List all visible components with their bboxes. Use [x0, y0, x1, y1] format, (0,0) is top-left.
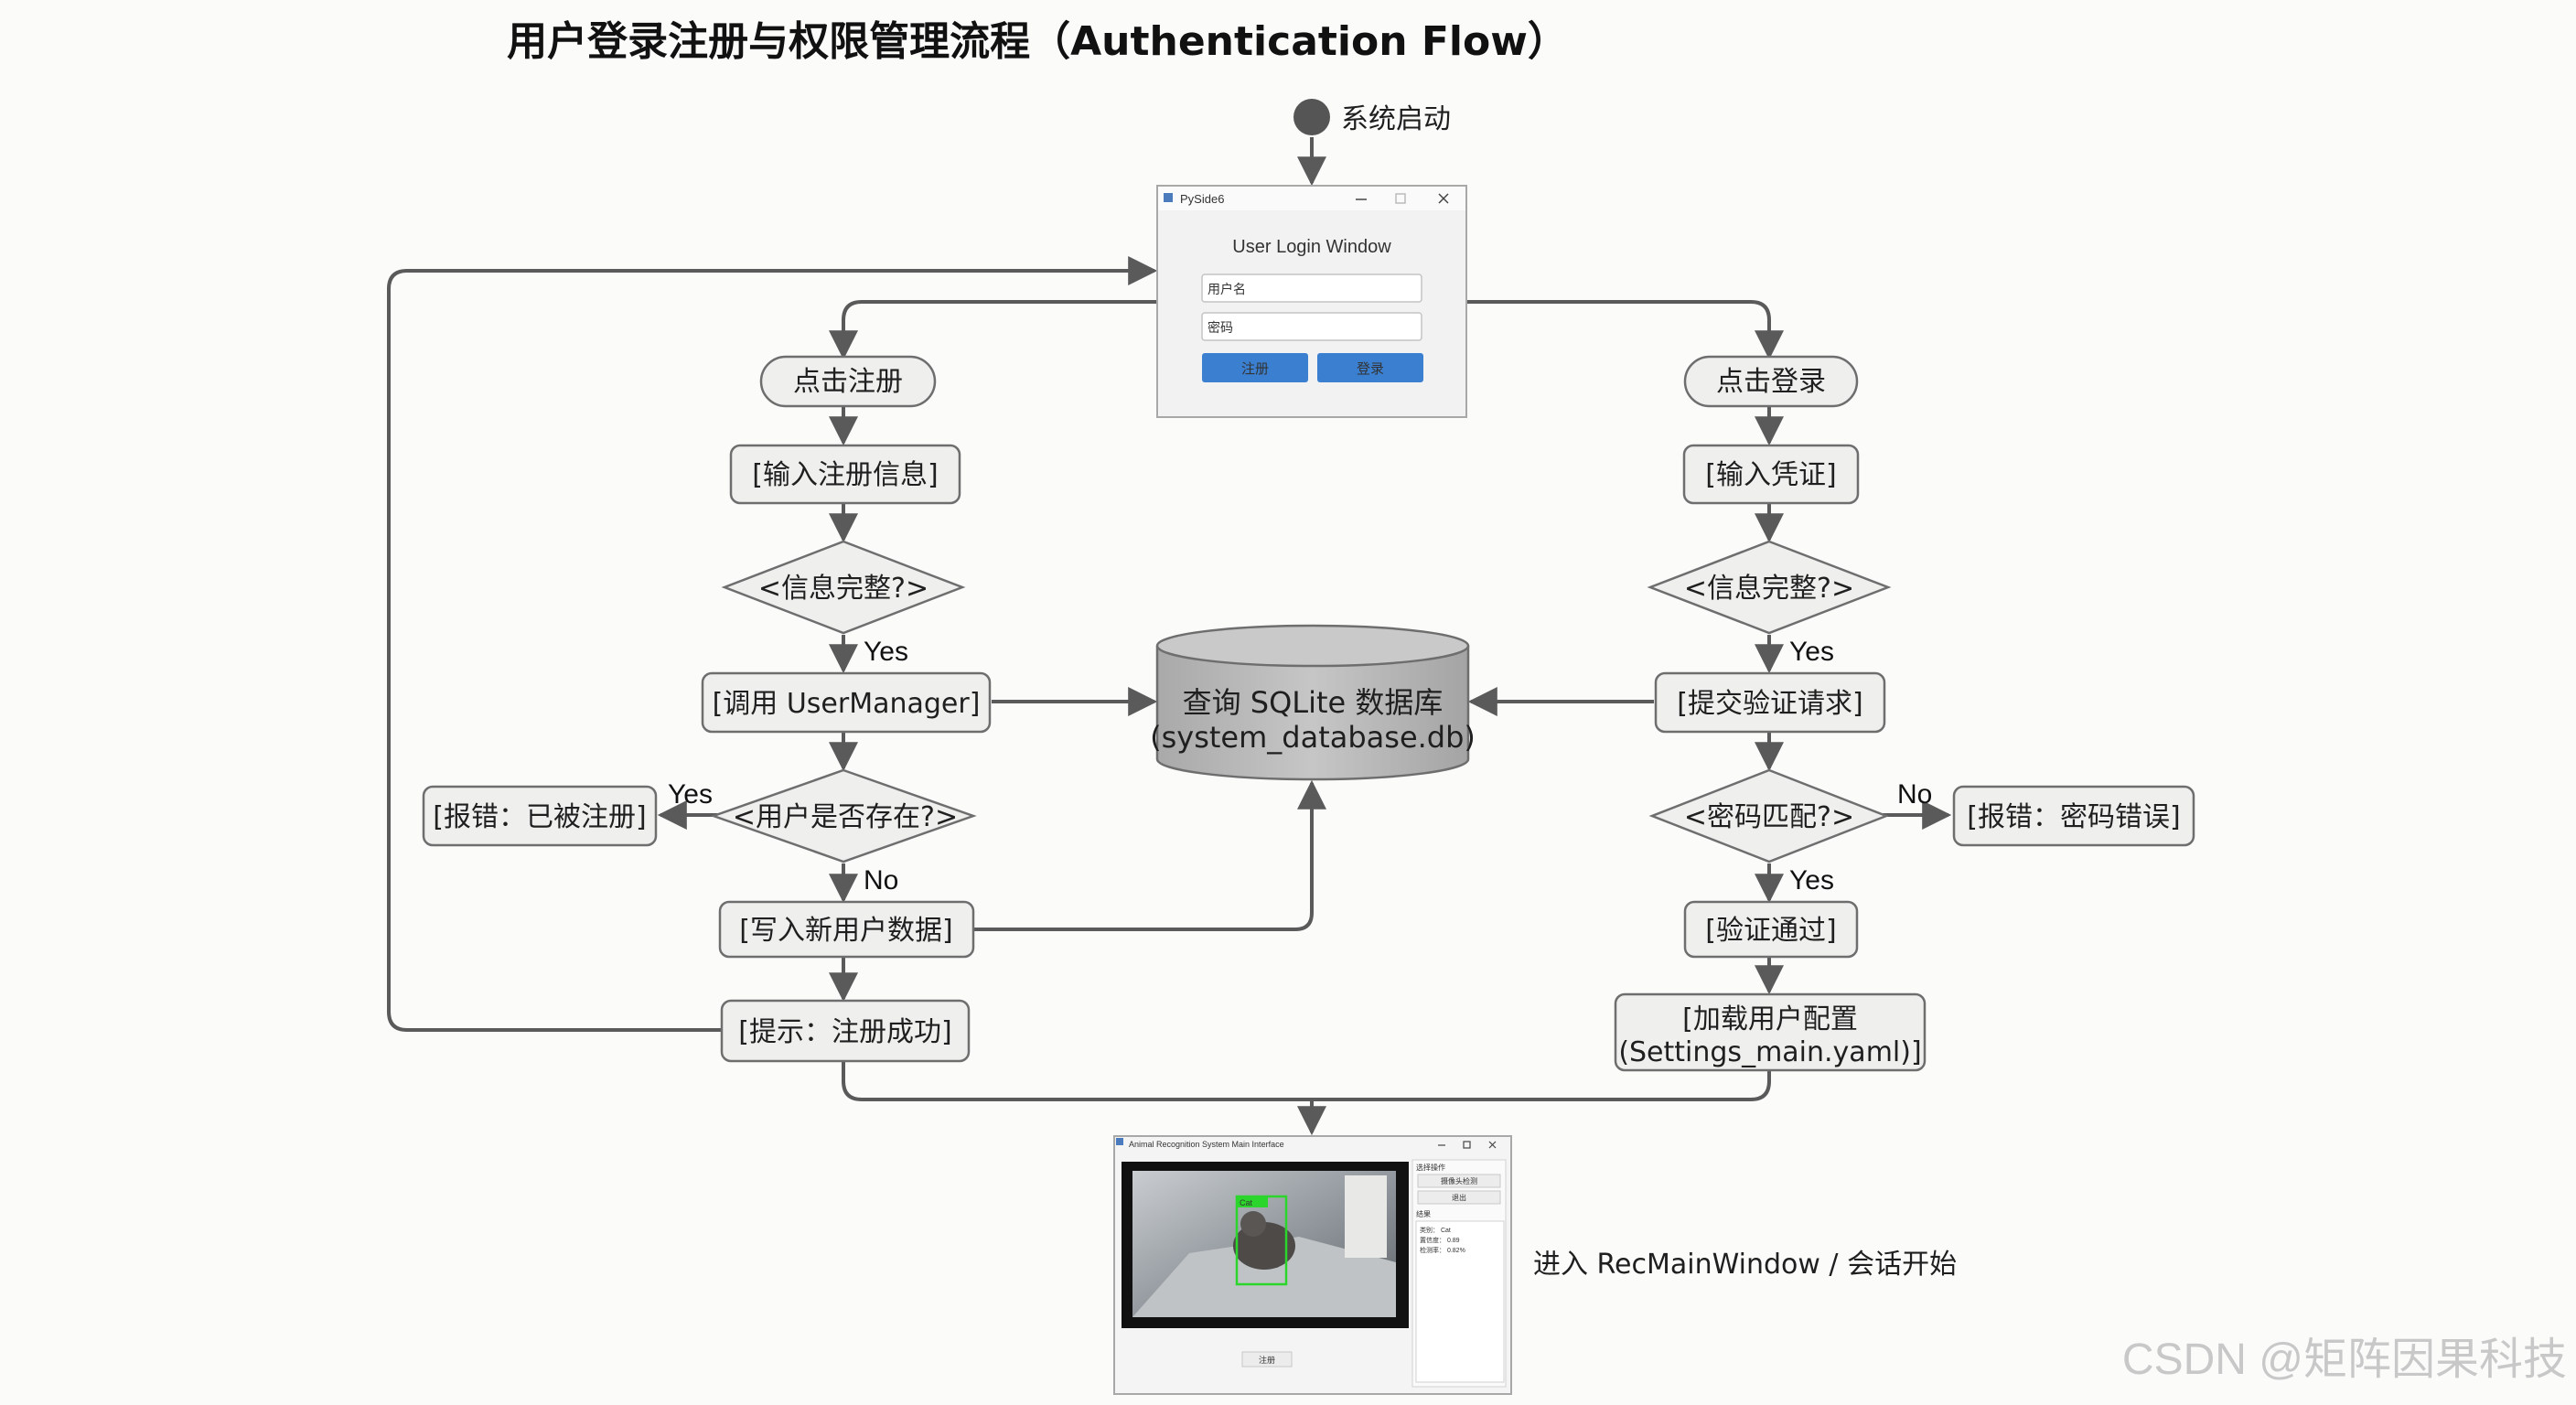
login-match-yes-label: Yes: [1789, 865, 1834, 896]
end-label: 进入 RecMainWindow / 会话开始: [1533, 1249, 1957, 1281]
edge-merge: [842, 1061, 1771, 1101]
edge-login-to-signin: [1465, 300, 1784, 360]
register-success-label: [提示：注册成功]: [738, 1016, 951, 1048]
register-check-yes-label: Yes: [864, 637, 908, 667]
login-load-node: [1614, 992, 1927, 1072]
register-error-node: [422, 785, 658, 847]
register-check-decision: [721, 540, 966, 635]
login-submit-label: [提交验证请求]: [1677, 688, 1862, 720]
main-window-title: Animal Recognition System Main Interface: [1129, 1140, 1284, 1149]
app-icon: [1164, 193, 1173, 202]
panel-result-0: 类别： Cat: [1420, 1226, 1451, 1234]
password-placeholder: 密码: [1208, 320, 1233, 335]
login-check-label: <信息完整?>: [1684, 573, 1854, 605]
main-app-icon: [1116, 1138, 1123, 1145]
login-branch: 点击登录 [输入凭证] <信息完整?> Yes [提交验证请求] <密码匹配?>…: [1614, 355, 2195, 1072]
login-button-label: 登录: [1357, 361, 1384, 377]
main-maximize-icon[interactable]: [1463, 1141, 1471, 1149]
detection-tag: Cat: [1240, 1198, 1253, 1207]
login-button[interactable]: [1317, 353, 1423, 382]
login-check-decision: [1647, 540, 1892, 635]
edges: [387, 137, 1952, 1136]
edge-success-to-login: [387, 256, 1158, 1032]
register-exists-no-label: No: [864, 865, 898, 896]
login-window-heading: User Login Window: [1232, 237, 1391, 257]
maximize-icon[interactable]: [1395, 193, 1406, 204]
edge-write-to-db: [973, 779, 1326, 931]
watermark: CSDN @矩阵因果科技: [2122, 1335, 2567, 1384]
register-click-node: [759, 355, 937, 408]
password-input[interactable]: [1201, 312, 1422, 341]
register-branch: 点击注册 [输入注册信息] <信息完整?> Yes [调用 UserManage…: [422, 355, 992, 1063]
panel-camera-label: 摄像头检测: [1441, 1176, 1477, 1185]
database-label-line2: (system_database.db): [1150, 720, 1476, 755]
register-exists-label: <用户是否存在?>: [733, 801, 958, 833]
register-write-label: [写入新用户数据]: [739, 915, 952, 947]
login-click-label: 点击登录: [1716, 366, 1826, 398]
login-pass-label: [验证通过]: [1705, 915, 1836, 947]
username-placeholder: 用户名: [1208, 282, 1246, 296]
page-title: 用户登录注册与权限管理流程（Authentication Flow）: [507, 18, 1568, 65]
main-close-icon[interactable]: [1488, 1141, 1497, 1149]
panel-op-heading: 选择操作: [1416, 1163, 1445, 1172]
close-icon[interactable]: [1438, 193, 1449, 204]
main-bottom-button-label: 注册: [1259, 1355, 1275, 1365]
login-window: PySide6 User Login Window 用户名 密码 注册 登录: [1156, 185, 1467, 418]
register-error-label: [报错：已被注册]: [433, 801, 646, 833]
database-node: 查询 SQLite 数据库 (system_database.db): [1150, 624, 1476, 781]
register-write-node: [718, 900, 975, 959]
login-check-yes-label: Yes: [1789, 637, 1834, 667]
register-input-node: [729, 444, 961, 505]
login-error-label: [报错：密码错误]: [1967, 801, 2180, 833]
login-load-label-line1: [加载用户配置: [1682, 1003, 1858, 1035]
login-input-node: [1682, 444, 1860, 505]
login-submit-node: [1654, 671, 1886, 734]
login-window-app-name: PySide6: [1180, 192, 1224, 206]
start-node: [1293, 99, 1330, 135]
register-success-node: [720, 999, 971, 1063]
login-pass-node: [1683, 900, 1859, 959]
login-input-label: [输入凭证]: [1705, 459, 1836, 491]
start-label: 系统启动: [1341, 103, 1451, 135]
main-bottom-button[interactable]: [1241, 1351, 1293, 1367]
register-check-label: <信息完整?>: [758, 573, 928, 605]
login-match-label: <密码匹配?>: [1684, 801, 1854, 833]
panel-result-box: [1415, 1220, 1505, 1383]
main-window: Animal Recognition System Main Interface…: [1113, 1135, 1512, 1395]
panel-result-heading: 结果: [1416, 1209, 1431, 1218]
login-error-node: [1952, 785, 2195, 847]
register-exists-decision: [710, 768, 977, 863]
login-match-decision: [1648, 768, 1890, 863]
register-call-node: [701, 671, 992, 734]
login-load-label-line2: (Settings_main.yaml)]: [1618, 1036, 1921, 1068]
register-call-label: [调用 UserManager]: [713, 688, 981, 720]
panel-result-1: 置信度： 0.89: [1420, 1236, 1460, 1244]
register-input-label: [输入注册信息]: [752, 459, 938, 491]
database-label-line1: 查询 SQLite 数据库: [1183, 685, 1444, 720]
login-click-node: [1683, 355, 1859, 408]
username-input[interactable]: [1201, 273, 1422, 303]
panel-result-2: 检测率： 0.82%: [1420, 1246, 1465, 1254]
register-click-label: 点击注册: [793, 366, 903, 398]
edge-login-to-register: [829, 300, 1160, 360]
login-match-no-label: No: [1897, 779, 1932, 810]
panel-camera-button[interactable]: [1417, 1174, 1501, 1188]
register-button[interactable]: [1202, 353, 1308, 382]
register-exists-yes-label: Yes: [668, 779, 713, 810]
panel-exit-button[interactable]: [1417, 1190, 1501, 1205]
panel-exit-label: 退出: [1452, 1193, 1466, 1202]
register-button-label: 注册: [1241, 361, 1269, 377]
